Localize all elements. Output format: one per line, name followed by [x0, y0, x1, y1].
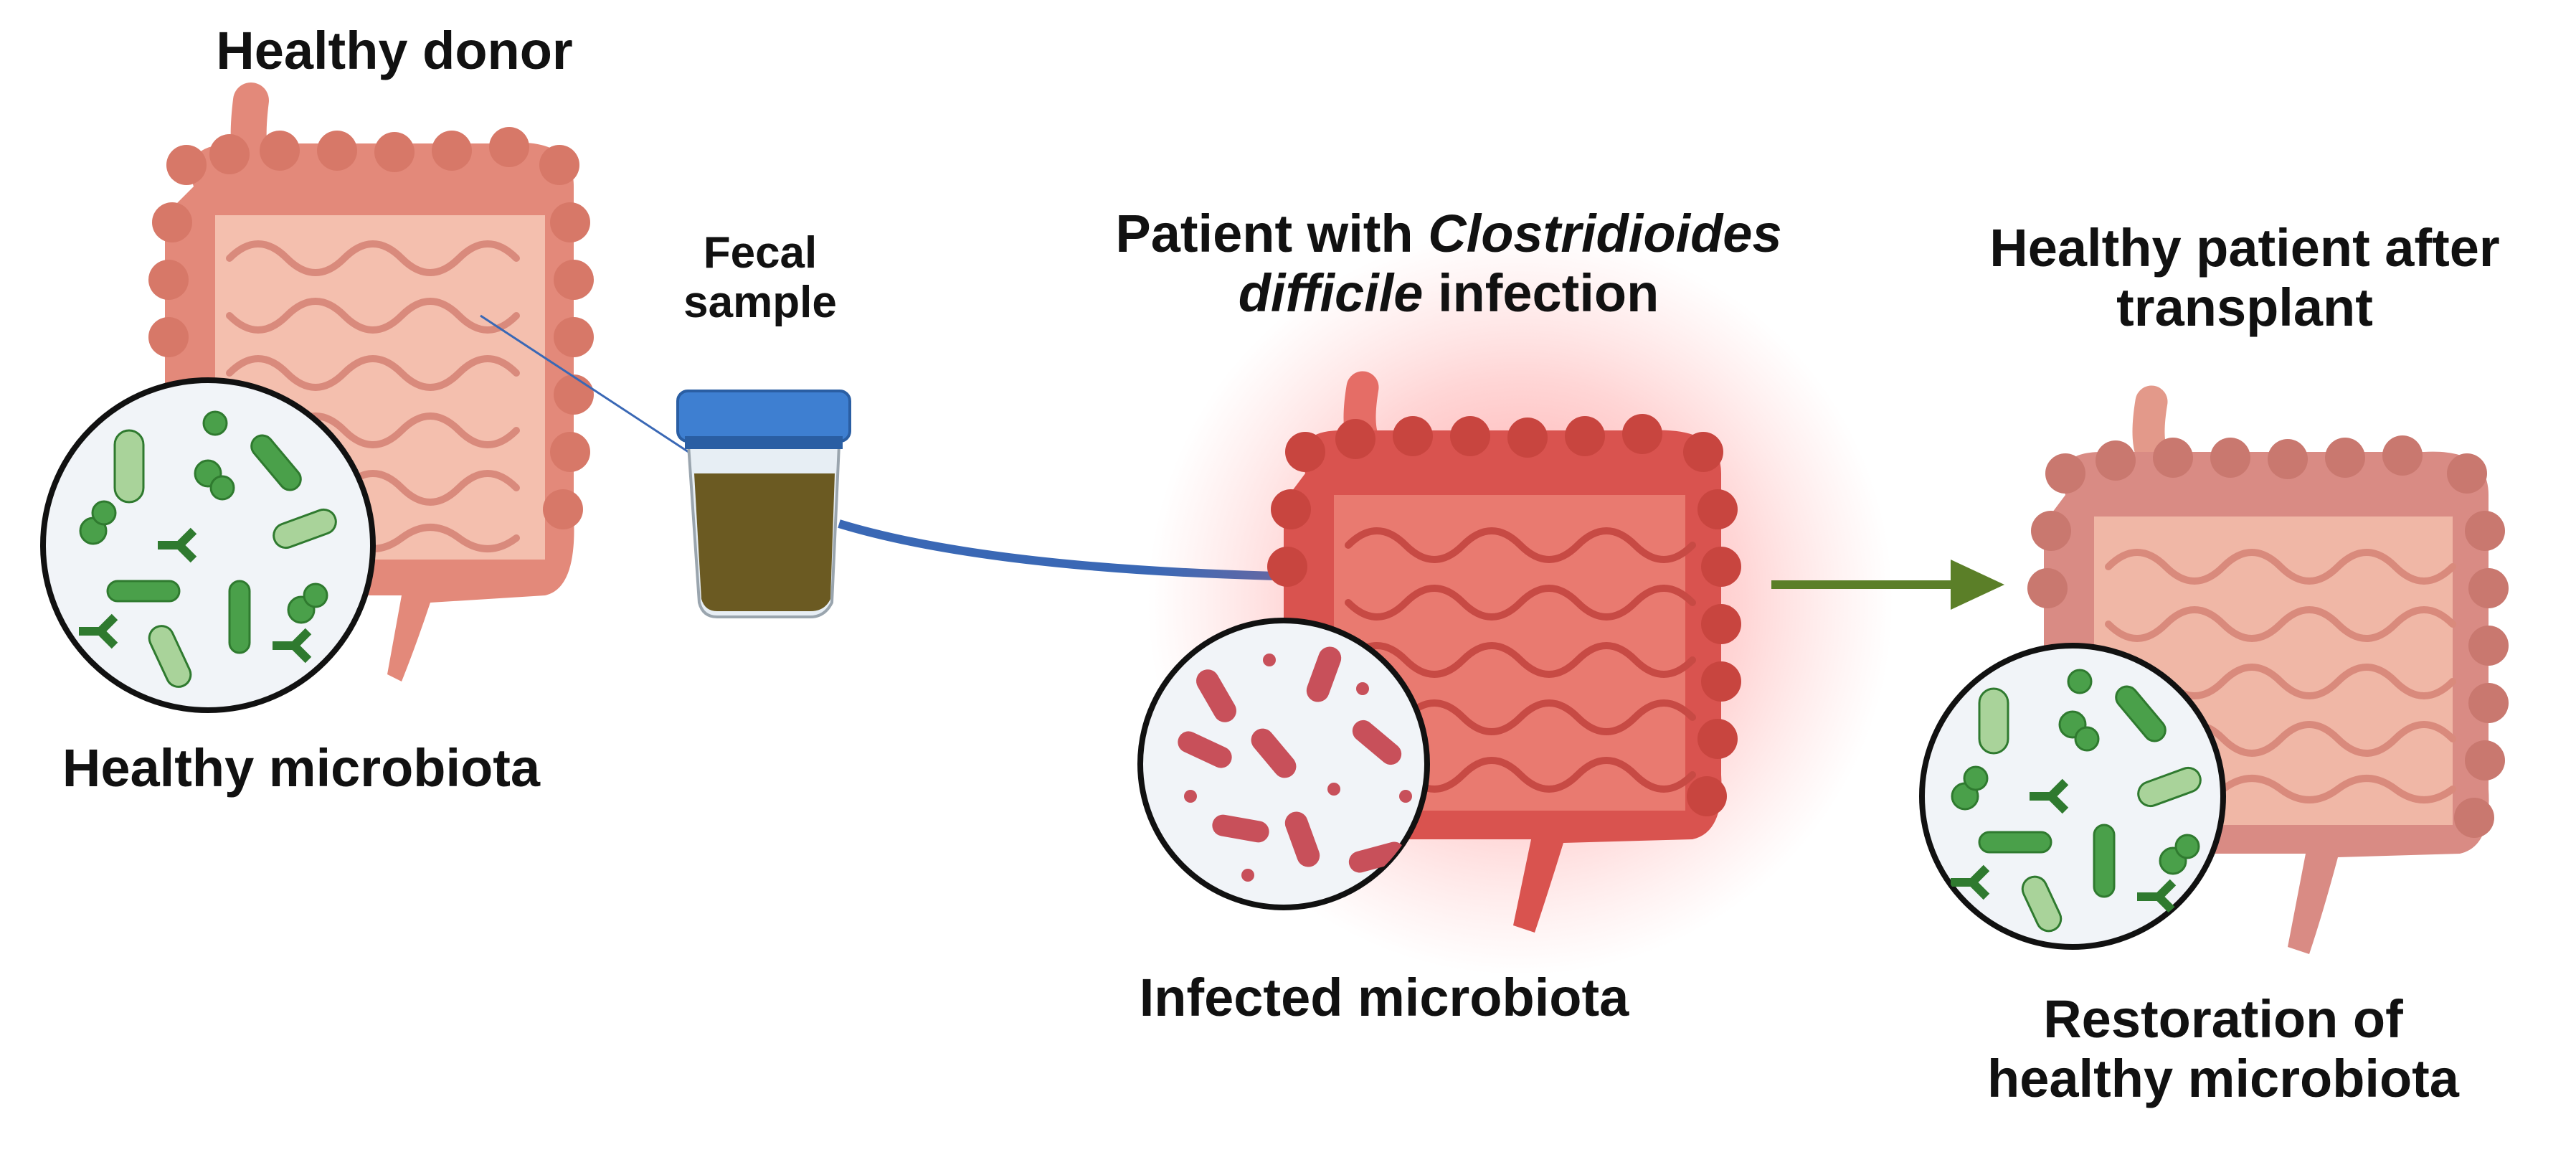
healthy-microbiota-circle [40, 377, 376, 713]
after-line-2: transplant [2116, 277, 2373, 337]
restored-microbiota-circle [1919, 643, 2226, 950]
donor-pointer-line [480, 314, 689, 453]
after-line-1: Healthy patient after [1989, 218, 2500, 278]
restoration-line-1: Restoration of [2043, 989, 2403, 1049]
infected-microbiota-circle [1137, 618, 1430, 910]
restoration-line-2: healthy microbiota [1987, 1048, 2459, 1108]
label-restoration: Restoration of healthy microbiota [1908, 989, 2539, 1109]
patient-line-2: difficile infection [1238, 263, 1659, 323]
patient-line-1: Patient with Clostridioides [1115, 204, 1782, 263]
label-fecal-sample: Fecal sample [645, 228, 875, 328]
label-infected-microbiota: Infected microbiota [1139, 968, 1629, 1027]
label-patient-cdi: Patient with Clostridioides difficile in… [1033, 204, 1865, 324]
fecal-line-1: Fecal [703, 228, 818, 278]
label-healthy-donor: Healthy donor [216, 21, 573, 80]
label-healthy-after-transplant: Healthy patient after transplant [1922, 218, 2567, 338]
fecal-line-2: sample [683, 278, 837, 328]
fecal-sample-cup [676, 390, 851, 618]
label-healthy-microbiota: Healthy microbiota [62, 738, 541, 798]
recovery-arrow [1771, 560, 2004, 610]
